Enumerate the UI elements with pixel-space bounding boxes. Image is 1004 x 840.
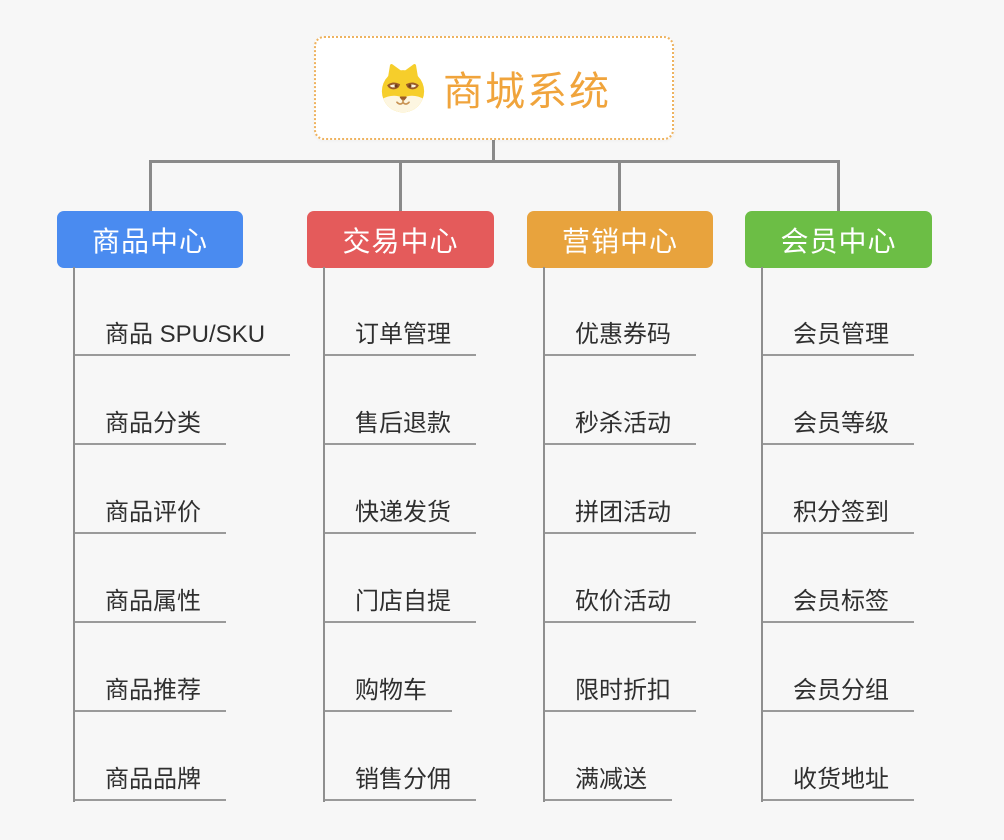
leaf-label[interactable]: 拼团活动 xyxy=(543,492,696,534)
leaf-label[interactable]: 会员管理 xyxy=(761,314,914,356)
leaf-item[interactable]: 售后退款 xyxy=(323,356,553,445)
branch-trade-center[interactable]: 交易中心 xyxy=(307,211,494,268)
leaf-item[interactable]: 会员分组 xyxy=(761,623,991,712)
root-connector-line xyxy=(492,140,495,162)
branch-product-center[interactable]: 商品中心 xyxy=(57,211,243,268)
leaf-label[interactable]: 门店自提 xyxy=(323,581,476,623)
column-connector-line xyxy=(543,267,545,802)
leaf-item[interactable]: 商品分类 xyxy=(73,356,303,445)
column-connector-line xyxy=(323,267,325,802)
leaf-item[interactable]: 商品属性 xyxy=(73,534,303,623)
root-title: 商城系统 xyxy=(443,70,611,114)
leaf-item[interactable]: 门店自提 xyxy=(323,534,553,623)
leaf-label[interactable]: 满减送 xyxy=(543,759,672,801)
leaf-item[interactable]: 商品评价 xyxy=(73,445,303,534)
marketing-leaf-column: 优惠券码 秒杀活动 拼团活动 砍价活动 限时折扣 满减送 xyxy=(543,267,773,802)
leaf-label[interactable]: 销售分佣 xyxy=(323,759,476,801)
leaf-label[interactable]: 订单管理 xyxy=(323,314,476,356)
leaf-item[interactable]: 积分签到 xyxy=(761,445,991,534)
leaf-item[interactable]: 快递发货 xyxy=(323,445,553,534)
leaf-label[interactable]: 积分签到 xyxy=(761,492,914,534)
leaf-label[interactable]: 会员等级 xyxy=(761,403,914,445)
leaf-item[interactable]: 限时折扣 xyxy=(543,623,773,712)
leaf-label[interactable]: 售后退款 xyxy=(323,403,476,445)
leaf-label[interactable]: 收货地址 xyxy=(761,759,914,801)
column-connector-line xyxy=(73,267,75,802)
column-connector-line xyxy=(761,267,763,802)
leaf-label[interactable]: 商品评价 xyxy=(73,492,226,534)
trade-leaf-column: 订单管理 售后退款 快递发货 门店自提 购物车 销售分佣 xyxy=(323,267,553,802)
leaf-item[interactable]: 商品品牌 xyxy=(73,712,303,801)
leaf-label[interactable]: 限时折扣 xyxy=(543,670,696,712)
leaf-label[interactable]: 购物车 xyxy=(323,670,452,712)
drop-line-product xyxy=(149,160,152,211)
leaf-label[interactable]: 快递发货 xyxy=(323,492,476,534)
leaf-item[interactable]: 会员标签 xyxy=(761,534,991,623)
leaf-label[interactable]: 秒杀活动 xyxy=(543,403,696,445)
leaf-label[interactable]: 商品属性 xyxy=(73,581,226,623)
product-leaf-column: 商品 SPU/SKU 商品分类 商品评价 商品属性 商品推荐 商品品牌 xyxy=(73,267,303,802)
drop-line-marketing xyxy=(618,160,621,211)
drop-line-trade xyxy=(399,160,402,211)
leaf-label[interactable]: 商品品牌 xyxy=(73,759,226,801)
leaf-item[interactable]: 拼团活动 xyxy=(543,445,773,534)
doge-icon xyxy=(377,62,429,114)
leaf-item[interactable]: 商品 SPU/SKU xyxy=(73,267,303,356)
branch-member-center[interactable]: 会员中心 xyxy=(745,211,932,268)
leaf-item[interactable]: 秒杀活动 xyxy=(543,356,773,445)
member-leaf-column: 会员管理 会员等级 积分签到 会员标签 会员分组 收货地址 xyxy=(761,267,991,802)
leaf-label[interactable]: 优惠券码 xyxy=(543,314,696,356)
leaf-label[interactable]: 商品推荐 xyxy=(73,670,226,712)
leaf-item[interactable]: 会员管理 xyxy=(761,267,991,356)
branch-marketing-center[interactable]: 营销中心 xyxy=(527,211,713,268)
leaf-item[interactable]: 订单管理 xyxy=(323,267,553,356)
leaf-item[interactable]: 会员等级 xyxy=(761,356,991,445)
leaf-item[interactable]: 砍价活动 xyxy=(543,534,773,623)
branch-connector-line xyxy=(149,160,840,163)
leaf-label[interactable]: 会员分组 xyxy=(761,670,914,712)
leaf-label[interactable]: 砍价活动 xyxy=(543,581,696,623)
drop-line-member xyxy=(837,160,840,211)
leaf-label[interactable]: 会员标签 xyxy=(761,581,914,623)
leaf-item[interactable]: 商品推荐 xyxy=(73,623,303,712)
leaf-item[interactable]: 购物车 xyxy=(323,623,553,712)
leaf-label[interactable]: 商品分类 xyxy=(73,403,226,445)
root-node[interactable]: 商城系统 xyxy=(314,36,674,140)
leaf-item[interactable]: 优惠券码 xyxy=(543,267,773,356)
leaf-label[interactable]: 商品 SPU/SKU xyxy=(73,314,291,356)
leaf-item[interactable]: 销售分佣 xyxy=(323,712,553,801)
leaf-item[interactable]: 收货地址 xyxy=(761,712,991,801)
leaf-item[interactable]: 满减送 xyxy=(543,712,773,801)
